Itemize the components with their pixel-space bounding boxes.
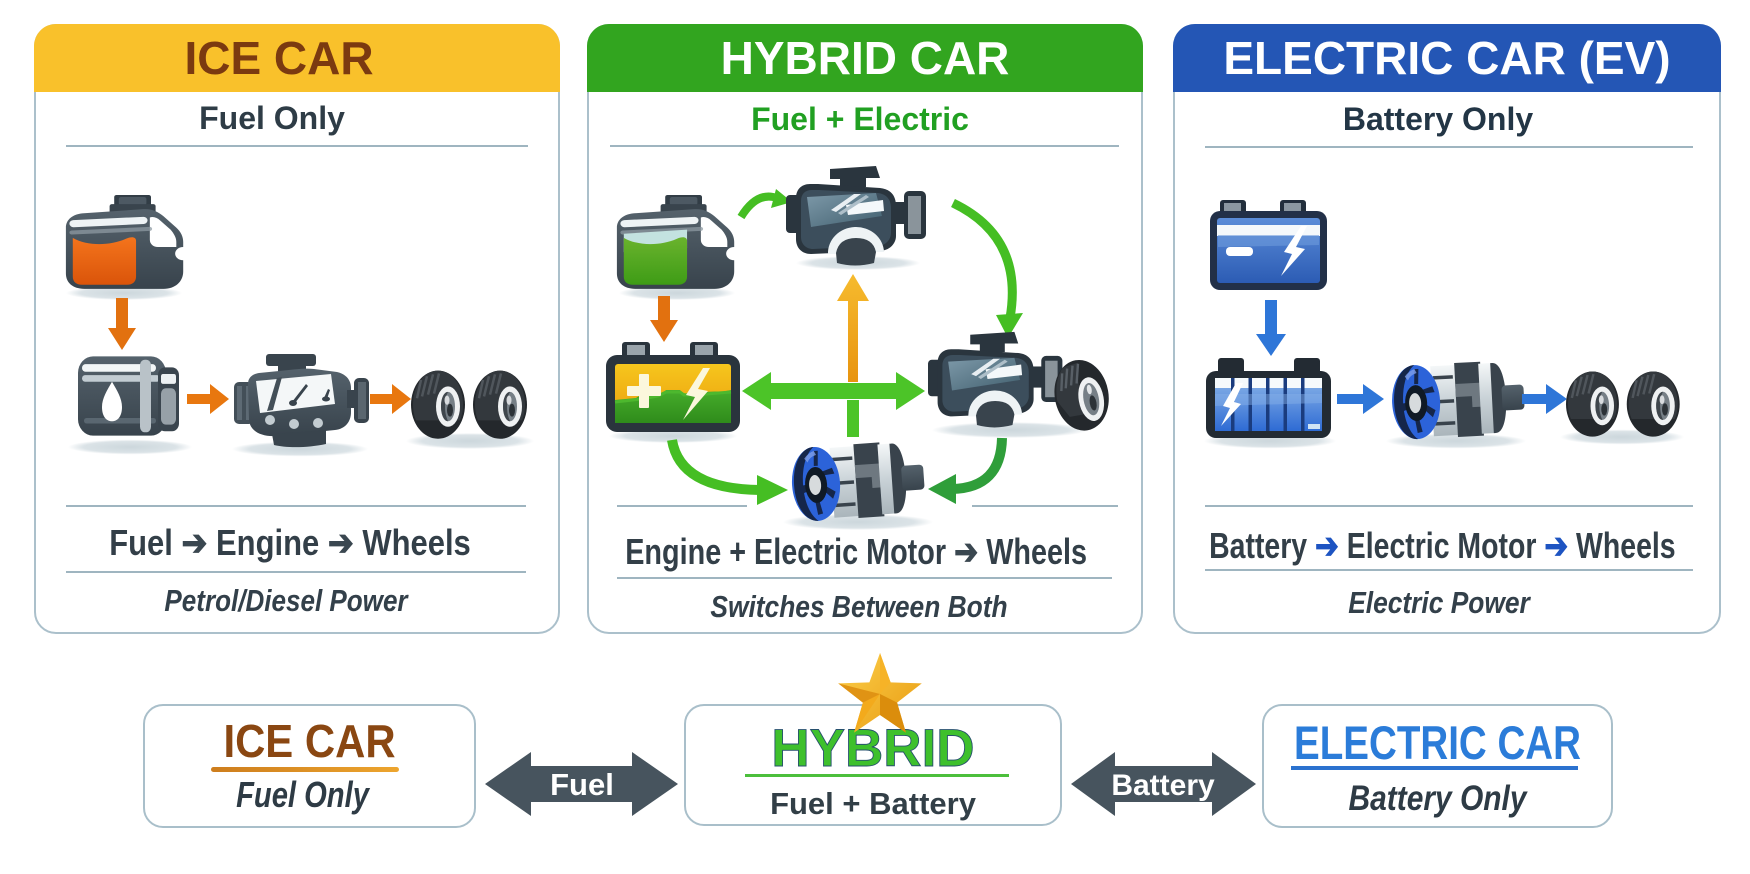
svg-text:Battery: Battery — [1111, 769, 1215, 802]
svg-text:Fuel: Fuel — [550, 767, 614, 802]
